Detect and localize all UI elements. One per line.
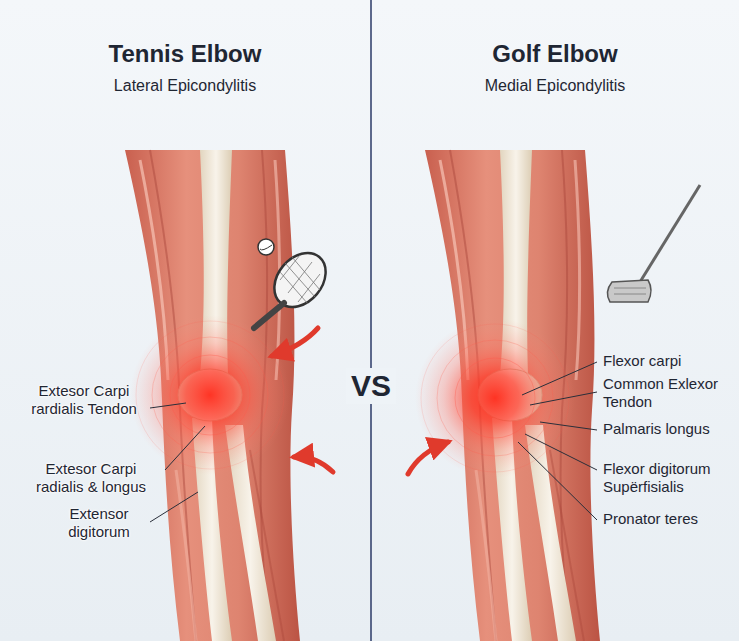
tennis-racket-icon	[254, 239, 336, 328]
illustration-part	[640, 185, 700, 282]
pain-arrow	[272, 328, 448, 474]
illustration-part	[455, 358, 535, 438]
illustration-part	[272, 328, 318, 356]
part-name: Extensor digitorum	[50, 505, 148, 541]
illustration-part	[518, 442, 597, 520]
illustration-part	[294, 457, 333, 472]
illustration-part	[408, 442, 448, 474]
illustration-part	[150, 492, 198, 522]
part-name: Extesor Carpi radialis & longus	[20, 460, 162, 496]
illustration-part	[136, 321, 284, 469]
panel-title: Tennis Elbow	[95, 40, 275, 69]
part-name: Common Exlexor Tendon	[603, 375, 721, 411]
illustration-part	[152, 337, 268, 453]
illustration-part	[280, 272, 308, 304]
illustration-part	[292, 257, 320, 290]
panel-subtitle: Medial Epicondylitis	[450, 76, 660, 95]
illustration-part	[165, 426, 205, 470]
illustration-part	[130, 315, 290, 475]
illustration-part	[170, 355, 250, 435]
illustration-part	[254, 303, 284, 328]
illustration-part	[522, 362, 597, 395]
illustration-part	[614, 294, 646, 295]
leader-line	[150, 362, 597, 522]
illustration-part	[437, 340, 553, 456]
illustration-part	[607, 280, 651, 302]
illustration-part	[150, 403, 186, 408]
illustration-part	[264, 243, 336, 317]
part-name: Palmaris longus	[603, 420, 731, 438]
versus-label: VS	[346, 368, 396, 404]
panel-title: Golf Elbow	[465, 40, 645, 69]
part-name: Pronator teres	[603, 510, 731, 528]
illustration-part	[525, 434, 597, 470]
illustration-part	[258, 239, 274, 255]
divider-line	[370, 0, 372, 641]
pain-glow	[130, 315, 575, 478]
panel-subtitle: Lateral Epicondylitis	[80, 76, 290, 95]
illustration-part	[540, 422, 597, 430]
illustration-part	[280, 255, 300, 280]
illustration-part	[415, 318, 575, 478]
illustration-part	[260, 245, 272, 250]
part-name: Flexor digitorum Supërfisialis	[603, 460, 731, 496]
part-name: Flexor carpi	[603, 352, 731, 370]
part-name: Extesor Carpi rardialis Tendon	[20, 382, 148, 418]
illustration-part	[530, 392, 597, 405]
illustration-part	[298, 274, 320, 302]
left-arm	[125, 150, 300, 641]
illustration-part	[280, 255, 320, 304]
illustration-part	[421, 324, 569, 472]
golf-club-icon	[607, 185, 700, 302]
illustration-part	[614, 288, 646, 289]
